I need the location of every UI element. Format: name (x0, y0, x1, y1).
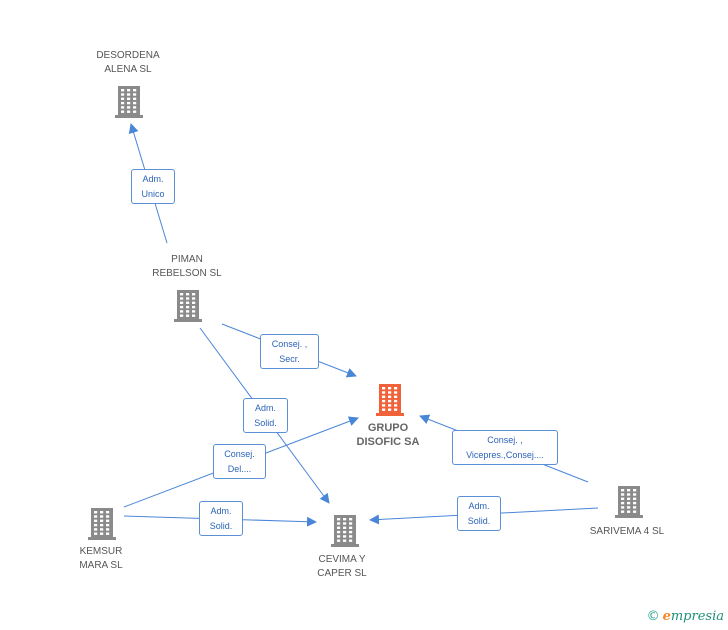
edge-label-line: Solid. (467, 516, 491, 526)
edge-label-piman-desordena[interactable]: Adm. Unico (131, 169, 175, 204)
copyright-symbol: © (646, 609, 660, 624)
building-icon[interactable] (174, 290, 202, 322)
company-name-line: DISOFIC SA (356, 436, 420, 448)
company-name-line: REBELSON SL (152, 268, 222, 279)
company-name-line: SARIVEMA 4 SL (589, 526, 665, 537)
company-name-line: DESORDENA (96, 50, 160, 61)
company-label-cevima[interactable]: CEVIMA Y CAPER SL (282, 553, 402, 581)
edge-label-sarivema-grupo[interactable]: Consej. , Vicepres.,Consej.... (452, 430, 558, 465)
company-name-line: PIMAN (171, 254, 203, 265)
building-icon[interactable] (88, 508, 116, 540)
edge-label-line: Unico (141, 189, 165, 199)
company-name-line: CEVIMA Y (318, 554, 366, 565)
edge-label-piman-grupo[interactable]: Consej. , Secr. (260, 334, 319, 369)
edge-label-sarivema-cevima[interactable]: Adm. Solid. (457, 496, 501, 531)
building-icon[interactable] (376, 384, 404, 416)
company-name-line: KEMSUR (79, 546, 123, 557)
edge-label-line: Solid. (254, 418, 277, 428)
edge-label-line: Consej. , (271, 339, 308, 349)
edge-label-line: Secr. (279, 354, 300, 364)
brand-name: mpresia (670, 609, 724, 624)
edge-label-line: Solid. (209, 521, 233, 531)
company-label-sarivema[interactable]: SARIVEMA 4 SL (567, 525, 687, 539)
building-icon[interactable] (115, 86, 143, 118)
company-name-line: CAPER SL (317, 568, 367, 579)
company-name-line: MARA SL (79, 560, 123, 571)
edge-label-line: Adm. (142, 174, 164, 184)
company-label-desordena[interactable]: DESORDENA ALENA SL (68, 49, 188, 77)
company-name-line: ALENA SL (104, 64, 152, 75)
edge-label-line: Consej. (224, 449, 255, 459)
edge-label-line: Adm. (468, 501, 490, 511)
brand-initial: e (662, 609, 671, 624)
edge-label-kemsur-grupo[interactable]: Consej. Del.... (213, 444, 266, 479)
company-label-grupo[interactable]: GRUPO DISOFIC SA (328, 421, 448, 449)
edge-label-piman-cevima[interactable]: Adm. Solid. (243, 398, 288, 433)
edge-label-line: Vicepres.,Consej.... (466, 450, 544, 460)
edge-label-line: Del.... (227, 464, 252, 474)
edge-label-line: Adm. (210, 506, 232, 516)
edge-label-line: Adm. (254, 403, 276, 413)
edge-label-line: Consej. , (487, 435, 523, 445)
company-name-line: GRUPO (367, 422, 409, 434)
building-icon[interactable] (615, 486, 643, 518)
company-label-kemsur[interactable]: KEMSUR MARA SL (41, 545, 161, 573)
nodes-layer (88, 86, 643, 547)
company-label-piman[interactable]: PIMAN REBELSON SL (127, 253, 247, 281)
empresia-watermark[interactable]: ©empresia (647, 609, 724, 624)
edge-label-kemsur-cevima[interactable]: Adm. Solid. (199, 501, 243, 536)
building-icon[interactable] (331, 515, 359, 547)
